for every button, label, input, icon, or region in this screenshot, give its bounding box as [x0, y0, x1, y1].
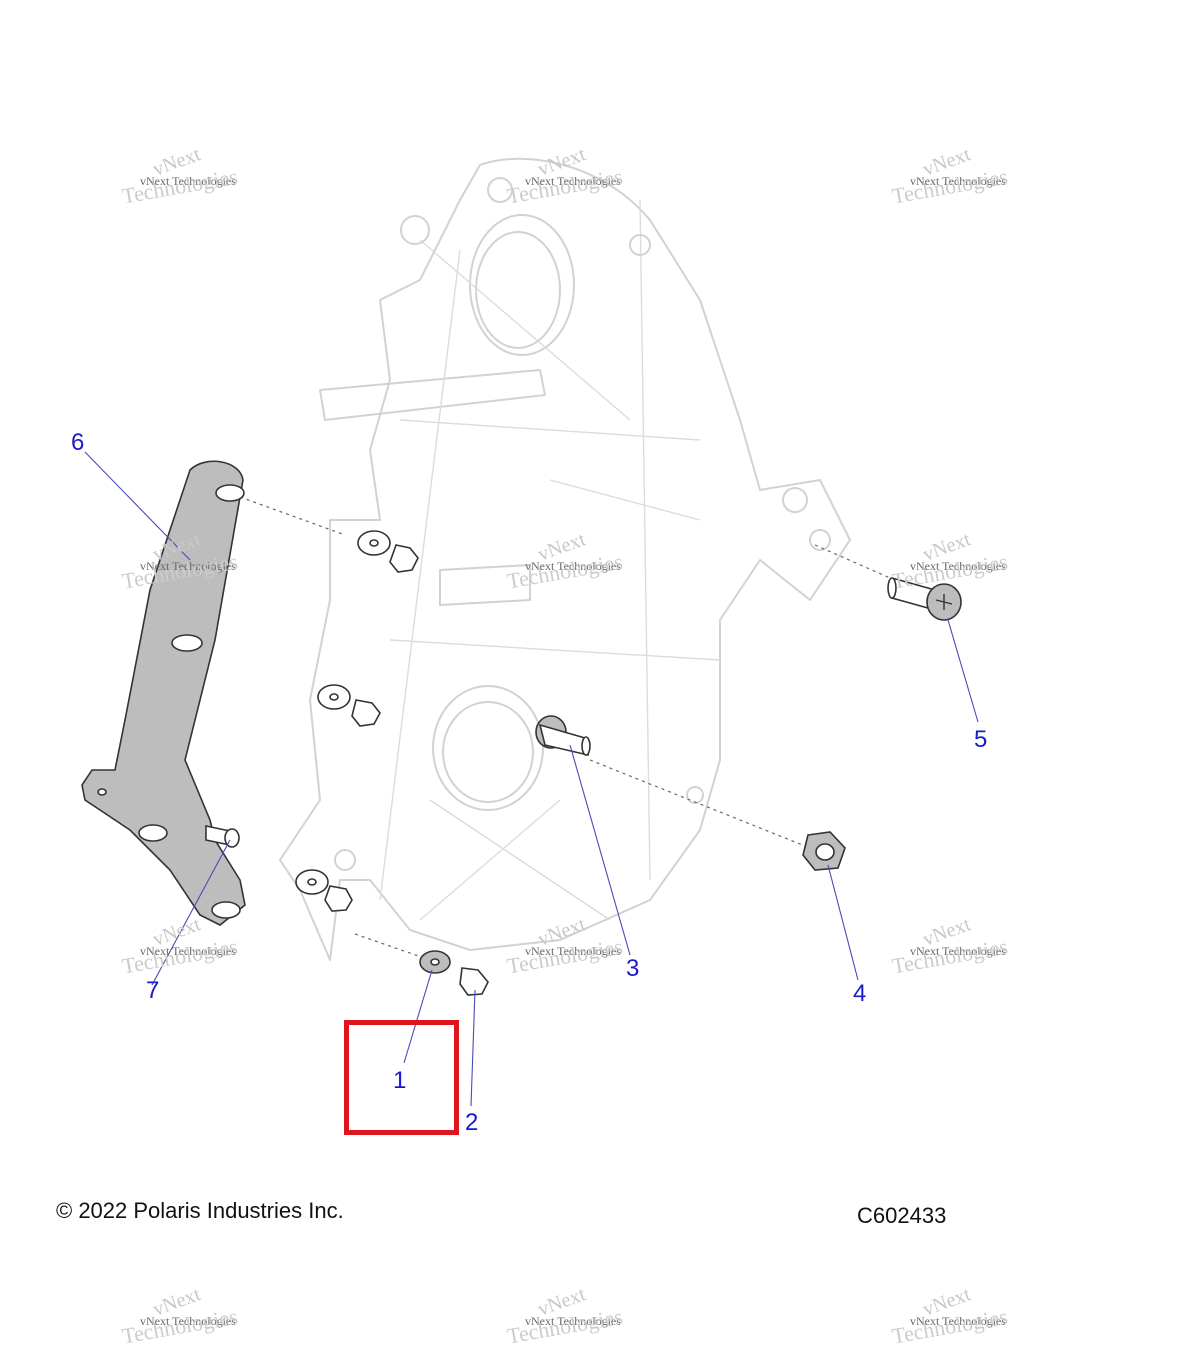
callout-6[interactable]: 6: [71, 429, 84, 456]
part-6-bracket: [81, 460, 246, 926]
figure-code: C602433: [857, 1203, 947, 1228]
callout-3[interactable]: 3: [626, 955, 639, 982]
callout-1-highlight-box: [344, 1020, 459, 1135]
callout-5[interactable]: 5: [974, 726, 987, 753]
callout-2[interactable]: 2: [465, 1109, 478, 1136]
part-3-stud: [535, 715, 591, 757]
part-4-nut: [802, 831, 846, 871]
part-2-nut: [459, 967, 489, 996]
callout-7[interactable]: 7: [146, 977, 159, 1004]
leader-lines: [84, 451, 979, 1107]
part-1-washer: [419, 950, 451, 974]
callout-4[interactable]: 4: [853, 980, 866, 1007]
copyright-notice: © 2022 Polaris Industries Inc.: [56, 1198, 344, 1223]
callout-1[interactable]: 1: [393, 1067, 406, 1094]
housing-hardware: [295, 530, 419, 912]
part-5-bolt: [887, 576, 962, 621]
housing-cover-ghost: [279, 157, 851, 961]
